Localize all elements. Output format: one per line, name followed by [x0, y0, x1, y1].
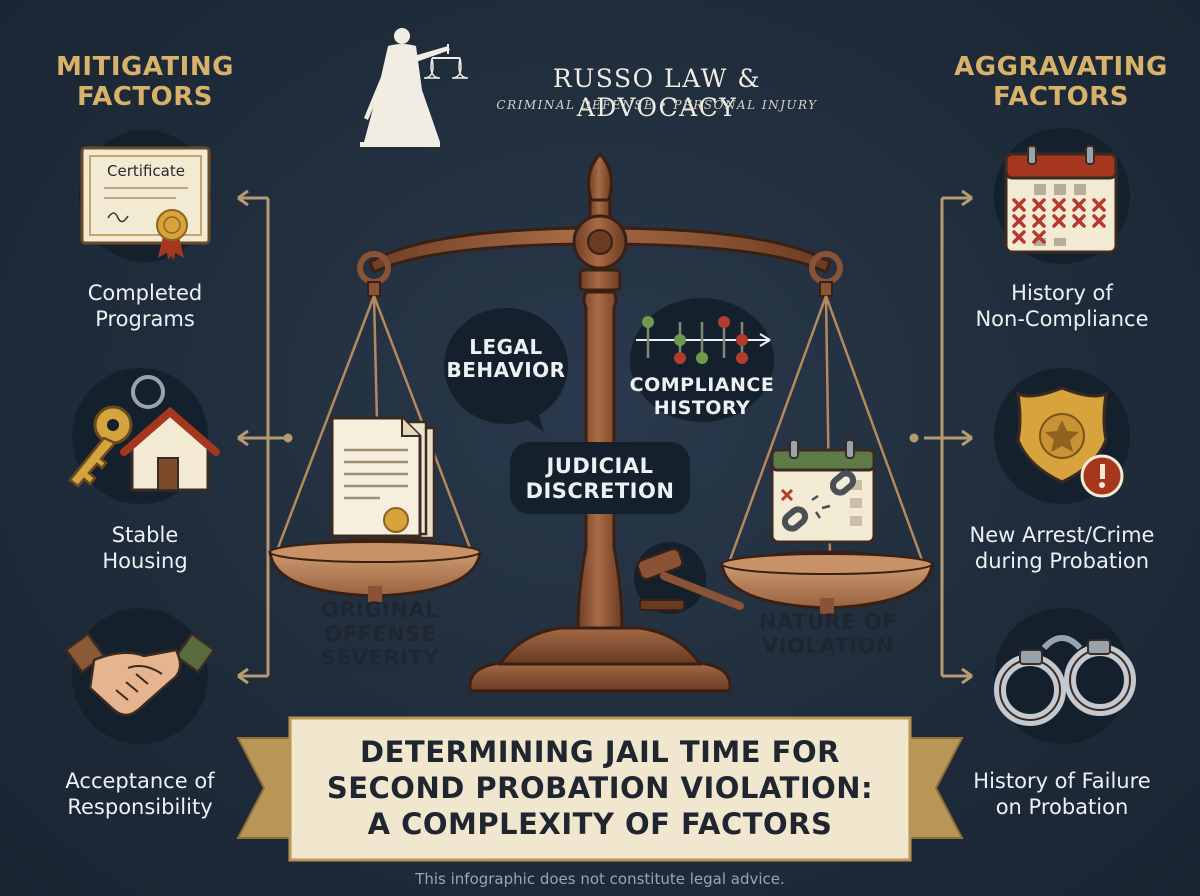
- brand-name: RUSSO LAW & ADVOCACY: [552, 64, 762, 122]
- handshake-icon: [64, 632, 216, 717]
- police-badge-icon: [1016, 386, 1124, 498]
- gavel-icon: [634, 542, 744, 614]
- certificate-text: Certificate: [107, 162, 185, 180]
- title-banner: [236, 716, 964, 862]
- brand-tagline: CRIMINAL DEFENSE • PERSONAL INJURY: [496, 98, 818, 112]
- right-connector-lines: [909, 189, 973, 685]
- calendar-broken-chain-icon: [770, 439, 876, 544]
- lady-justice-logo: [360, 28, 469, 147]
- left-connector-lines: [237, 189, 293, 685]
- handcuffs-icon: [994, 635, 1136, 726]
- calendar-x-icon: [1004, 145, 1118, 254]
- compliance-timeline-icon: [636, 316, 771, 364]
- right-pan: [720, 295, 934, 614]
- document-stack-icon: [330, 416, 436, 540]
- certificate-icon: [80, 146, 211, 260]
- judicial-discretion-tag: [510, 442, 690, 514]
- key-house-icon: [68, 375, 220, 492]
- legal-behavior-bubble: [444, 308, 568, 432]
- disclaimer: This infographic does not constitute leg…: [415, 870, 785, 888]
